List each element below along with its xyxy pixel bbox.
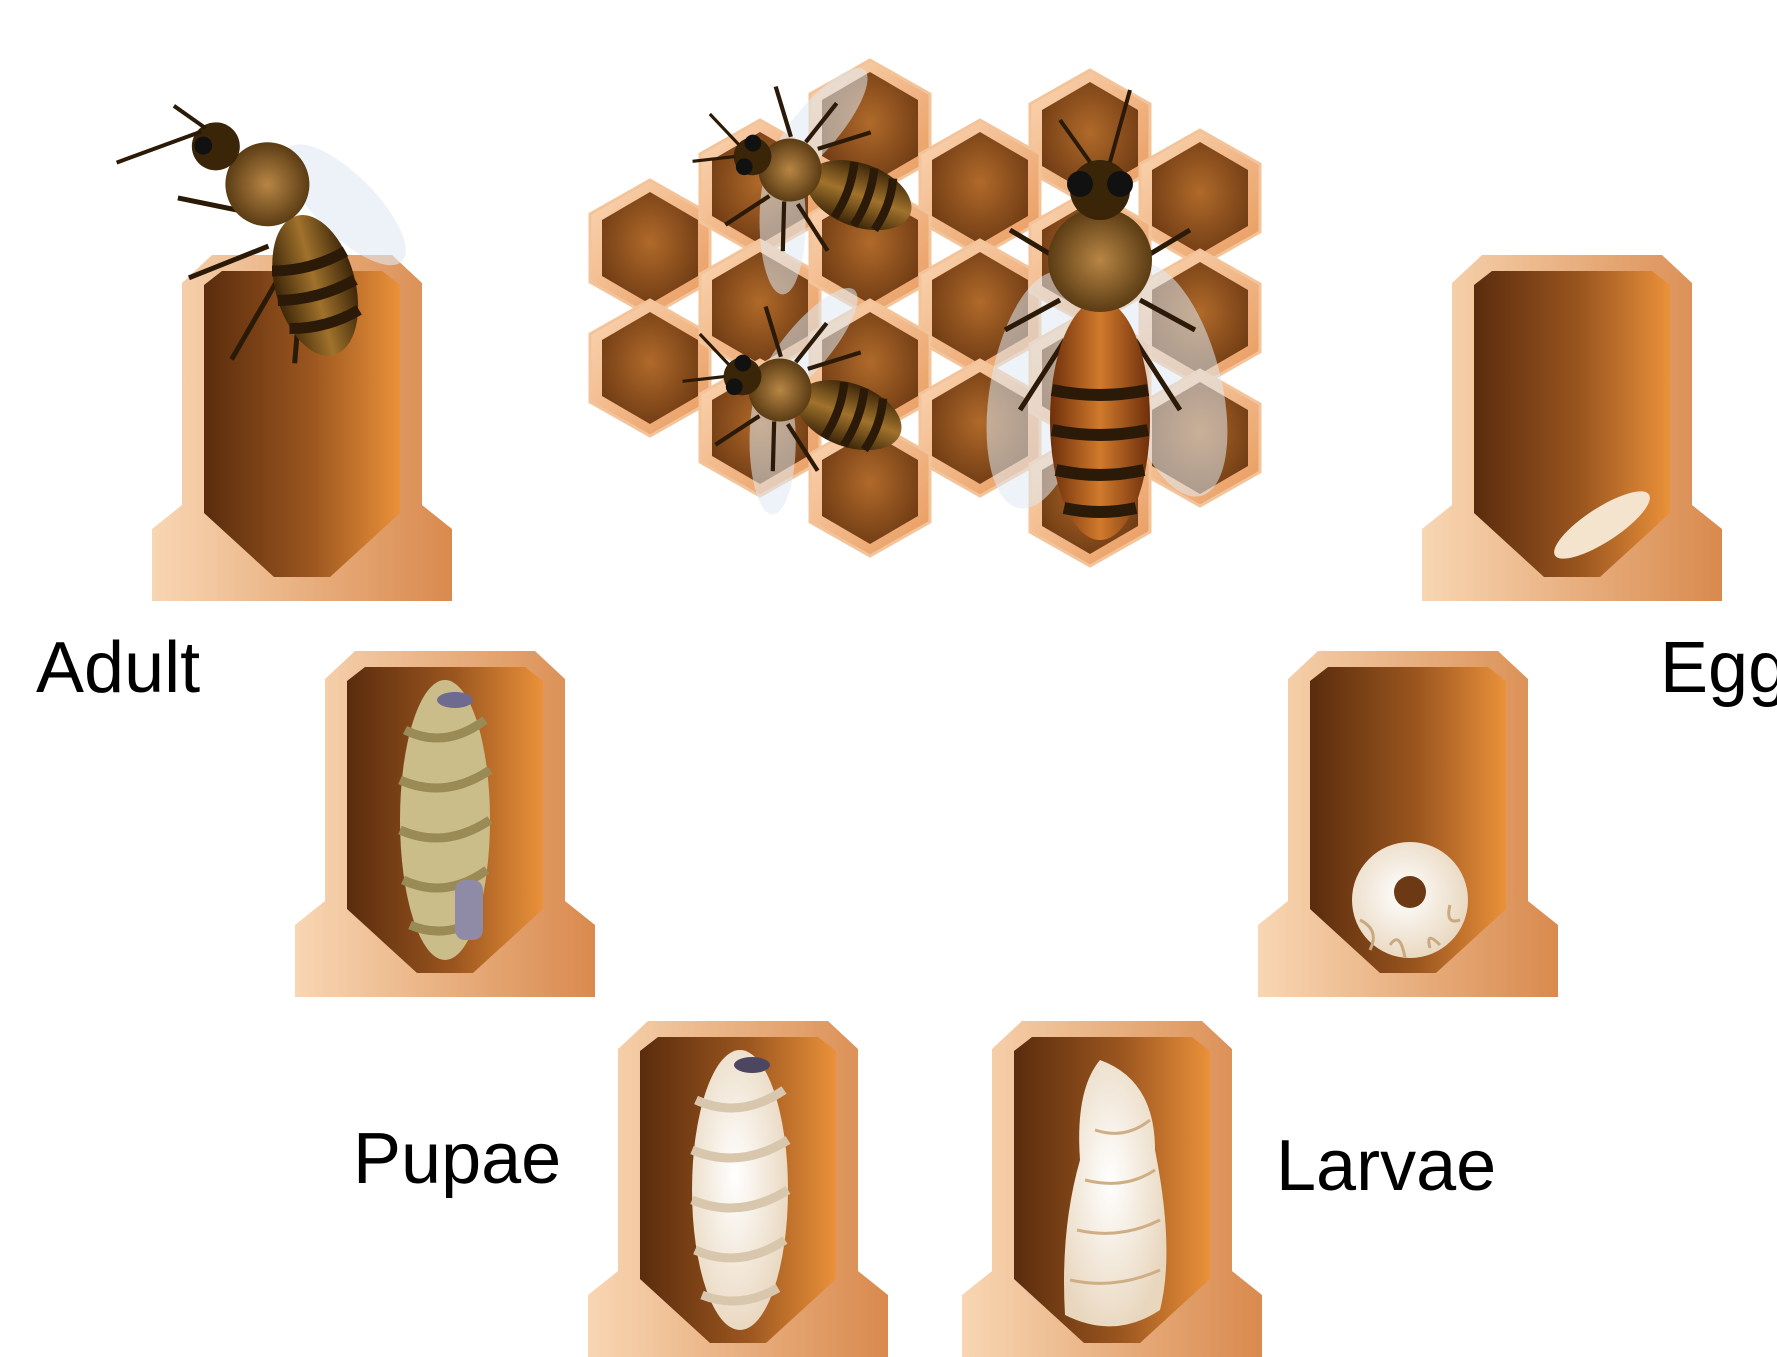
adult-label: Adult xyxy=(36,628,200,708)
larva-icon xyxy=(1352,842,1468,958)
pupae-label: Pupae xyxy=(353,1119,561,1199)
pupa-icon xyxy=(400,680,490,960)
white-pupa-icon xyxy=(692,1050,788,1330)
egg-label: Egg xyxy=(1660,628,1777,708)
larvae-label: Larvae xyxy=(1276,1126,1496,1206)
